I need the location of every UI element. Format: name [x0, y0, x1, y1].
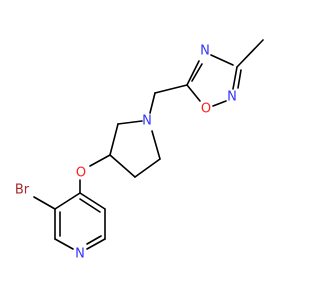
pyridine-ring — [54, 192, 106, 250]
bond-c4-c3p — [54, 192, 81, 210]
atom-n-pyrrolidine: N — [142, 114, 152, 129]
atom-n-oxadiazole-bottom: N — [227, 90, 237, 105]
bond-n-c2 — [117, 120, 143, 125]
bond-c5p-c4-double — [79, 198, 101, 213]
bond-c5p-c4 — [79, 192, 106, 210]
bond-c3-o-ether — [89, 154, 111, 167]
oxadiazole-ring — [186, 54, 242, 107]
bond-c4-c5 — [134, 158, 161, 178]
bond-c5-n — [151, 130, 161, 160]
pyrrolidine-ring — [109, 120, 161, 178]
bond-c3p-br — [33, 196, 56, 210]
atom-n-oxadiazole-top: N — [200, 44, 210, 59]
bond-n-c6p-double — [86, 235, 102, 245]
bond-c2-c3 — [109, 123, 119, 156]
atom-n-pyridine: N — [75, 247, 85, 262]
bond-c5-ch2 — [154, 84, 188, 94]
bond-c2p-n — [54, 238, 74, 250]
bond-n4-c3 — [210, 54, 234, 66]
bond-c5-n4-double — [191, 63, 203, 82]
bond-n-c6p — [86, 238, 106, 250]
bond-c3-n2 — [232, 66, 238, 90]
bond-c3-c4 — [109, 154, 136, 178]
bond-c3-methyl — [236, 39, 264, 68]
atom-o-oxadiazole: O — [201, 102, 211, 117]
molecule-structure-diagram: N O N N O Br N — [15, 39, 264, 262]
bond-c5-n4 — [186, 60, 200, 86]
bond-o1-c5 — [186, 84, 201, 102]
atom-o-ether: O — [76, 166, 86, 181]
bond-ch2-n-pyrrolidine — [149, 92, 156, 114]
bond-n2-o1 — [212, 100, 227, 107]
bond-c3-n2-double — [237, 69, 242, 89]
atom-br: Br — [15, 183, 30, 198]
